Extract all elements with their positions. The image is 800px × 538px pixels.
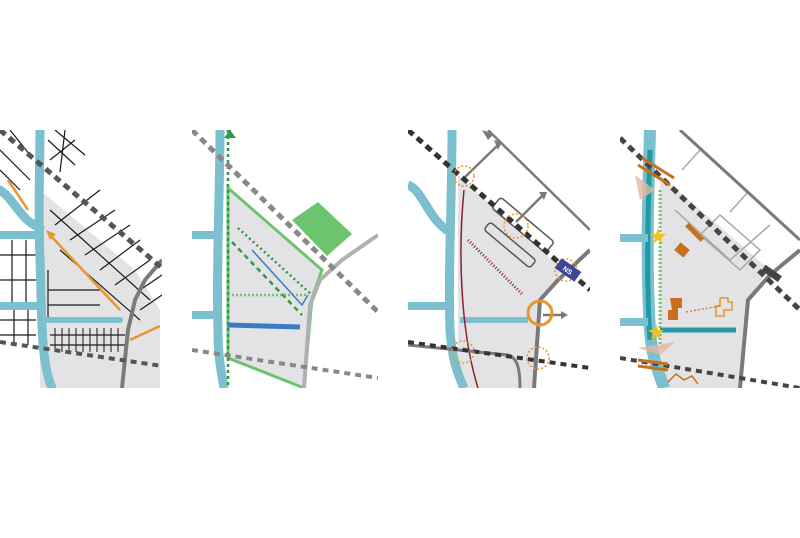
road-arrow-head-icon: [561, 311, 568, 319]
heritage-building-icon: [674, 242, 690, 258]
bridge-icon: [637, 156, 675, 372]
road-arrows: [463, 130, 590, 317]
red-route: [460, 189, 479, 388]
plan-area: [660, 175, 770, 388]
dotted-green-path: [237, 227, 313, 296]
program-map: [620, 130, 800, 388]
canal-dark: [645, 149, 653, 341]
railway-south: [620, 356, 800, 388]
blue-path: [251, 249, 309, 307]
canal-branch: [408, 180, 453, 236]
dashed-green-path: [231, 241, 303, 316]
green-structure-map: [192, 130, 378, 388]
railway-south: [0, 340, 162, 368]
heritage-outline-icon: [667, 373, 699, 385]
heritage-building-icon: [685, 222, 705, 242]
railway-north: [192, 130, 378, 314]
green-arrow-head-icon: [224, 130, 236, 138]
road-arrow-head-icon: [494, 140, 502, 150]
canal: [212, 130, 229, 388]
canal: [444, 130, 469, 388]
road-arrow-head-icon: [482, 130, 494, 140]
railway-north: [408, 130, 590, 292]
panel-mobility: NS: [408, 130, 590, 388]
heritage-outline-icon: [715, 297, 733, 317]
heritage-building-icon: [668, 298, 682, 320]
street-grid: [0, 130, 162, 346]
star-marker-icon: [648, 324, 664, 340]
gateway-fan-icon: [635, 175, 655, 200]
plan-area: [458, 175, 563, 388]
crossing-circle-icon: [526, 299, 554, 327]
ns-badge-text: NS: [561, 266, 573, 278]
main-road: [738, 248, 800, 388]
panel-program: [620, 130, 800, 388]
road-barrier: [761, 264, 782, 283]
main-road: [302, 233, 378, 388]
blue-canal-strip: [227, 322, 301, 330]
panel-existing-structure: [0, 130, 162, 388]
gateway-fan-icon: [638, 342, 675, 355]
rail-yard-hatch: [54, 328, 119, 352]
mobility-map: NS: [408, 130, 590, 388]
main-road: [120, 258, 162, 388]
star-marker-icon: [650, 228, 666, 244]
railway-north: [620, 136, 800, 312]
track-hatch: [466, 238, 525, 297]
road: [678, 130, 800, 242]
road-arrow-head-icon: [539, 192, 547, 200]
existing-structure-map: [0, 130, 162, 388]
green-block: [292, 202, 352, 256]
railway-south: [408, 340, 590, 370]
panel-green-structure: [192, 130, 378, 388]
relation-arrow: [685, 305, 721, 313]
building-outlines: [674, 149, 771, 272]
orange-route: [6, 179, 161, 342]
ns-station-badge: NS: [554, 258, 582, 282]
orange-route-arrow-icon: [46, 230, 56, 240]
railway-south: [192, 348, 378, 380]
main-road: [532, 248, 590, 388]
